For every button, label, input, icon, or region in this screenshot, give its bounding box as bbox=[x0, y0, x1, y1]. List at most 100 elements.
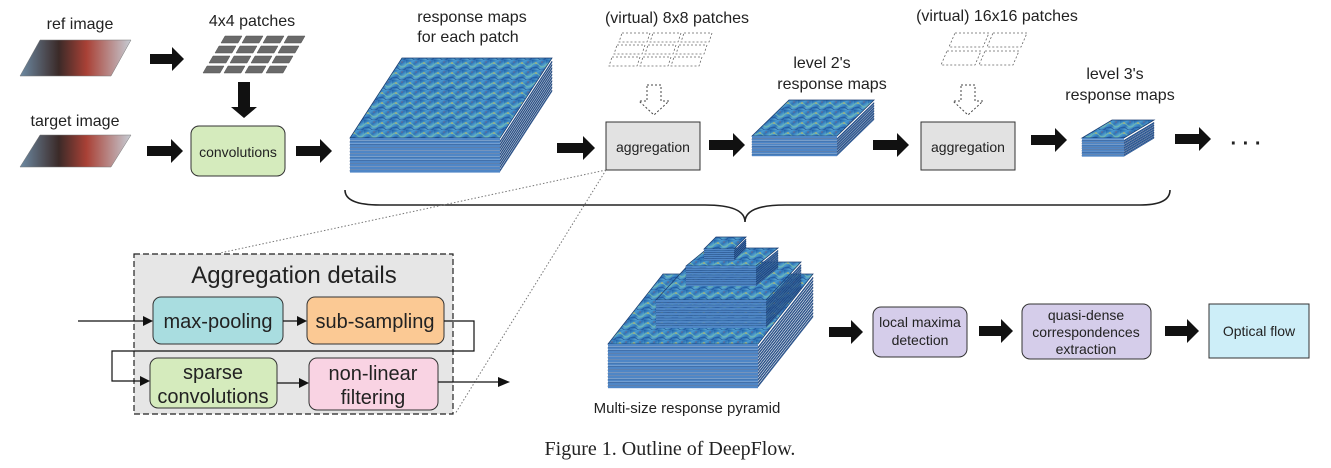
response-layer-edge bbox=[765, 287, 802, 327]
response-layer-edge bbox=[499, 80, 553, 161]
response-layer-edge bbox=[1123, 124, 1155, 144]
arrow-right bbox=[829, 320, 863, 344]
dashed-arrow-8x8 bbox=[637, 84, 671, 116]
sparse-label-line2: convolutions bbox=[157, 386, 268, 408]
arrow-right bbox=[147, 139, 183, 163]
response-layer-side bbox=[1082, 138, 1124, 140]
response-layer-side bbox=[656, 318, 766, 321]
response-layer-side bbox=[656, 315, 766, 318]
response-layer-edge bbox=[765, 264, 802, 303]
pyramid-label: Multi-size response pyramid bbox=[594, 400, 781, 417]
patch-cell bbox=[229, 55, 252, 64]
response-layer-side bbox=[608, 382, 758, 385]
level2-label-line2: response maps bbox=[777, 76, 886, 93]
response-layer-edge bbox=[733, 238, 747, 252]
local-maxima-label-line1: local maxima bbox=[879, 314, 961, 330]
patch-cell bbox=[241, 35, 264, 44]
response-layer-side bbox=[686, 282, 756, 284]
response-layer-side bbox=[656, 320, 766, 323]
patch-cell bbox=[265, 65, 288, 74]
patch-cell bbox=[262, 35, 285, 44]
arrow-right bbox=[979, 319, 1013, 343]
response-layer-edge bbox=[836, 107, 875, 145]
sparse-label-line1: sparse bbox=[183, 362, 243, 384]
aggregation-box-1 bbox=[605, 121, 701, 171]
response-layer-edge bbox=[757, 299, 814, 370]
response-layer-side bbox=[350, 144, 500, 147]
response-layer-side bbox=[608, 347, 758, 350]
response-layer-edge bbox=[757, 283, 814, 354]
response-layer-edge bbox=[836, 115, 875, 152]
response-layer-edge bbox=[757, 286, 814, 357]
ellipsis: · · · bbox=[1230, 133, 1261, 155]
patch-cell bbox=[250, 55, 273, 64]
target-image-thumbnail bbox=[19, 134, 132, 168]
arrow-right bbox=[557, 136, 595, 160]
response-layer-side bbox=[608, 372, 758, 376]
response-maps-label-line2: for each patch bbox=[417, 29, 518, 46]
response-layer-side bbox=[752, 143, 837, 146]
pyramid-brace bbox=[344, 189, 1171, 223]
response-layer-edge bbox=[765, 269, 802, 309]
response-layer-side bbox=[350, 154, 500, 157]
response-layer-side bbox=[350, 138, 500, 141]
response-layer-side bbox=[350, 166, 500, 170]
layer-stacks bbox=[349, 57, 1156, 389]
response-layer-edge bbox=[757, 293, 814, 364]
response-layer-edge bbox=[765, 266, 802, 306]
response-layer-edge bbox=[836, 102, 875, 139]
response-layer-edge bbox=[836, 104, 875, 142]
response-layer-side bbox=[350, 157, 500, 160]
quasi-label-line3: extraction bbox=[1056, 341, 1117, 357]
response-layer-edge bbox=[499, 64, 553, 145]
virtual-patch-cell bbox=[618, 32, 651, 43]
patch-cell bbox=[208, 55, 231, 64]
virtual-patch-cell bbox=[649, 32, 682, 43]
response-layer-edge bbox=[755, 250, 779, 269]
response-layer-edge bbox=[499, 89, 553, 171]
response-layer-side bbox=[656, 302, 766, 305]
response-layer-edge bbox=[757, 289, 814, 361]
response-layer-side bbox=[686, 270, 756, 273]
virtual-patch-cell bbox=[644, 44, 677, 55]
response-layer-side bbox=[608, 353, 758, 357]
response-layer-side bbox=[656, 323, 766, 326]
virtual-patch-cell bbox=[675, 44, 708, 55]
response-layer-side bbox=[350, 150, 500, 154]
ref-image-thumbnail bbox=[19, 39, 132, 77]
arrow-right bbox=[1165, 319, 1199, 343]
response-layer-edge bbox=[755, 261, 779, 281]
response-layer-side bbox=[656, 300, 766, 302]
response-layer-side bbox=[608, 385, 758, 389]
patch-grid-4x4 bbox=[202, 35, 306, 74]
ref-image-label: ref image bbox=[47, 16, 114, 33]
response-layer-edge bbox=[765, 285, 802, 324]
response-layer-side bbox=[1082, 154, 1124, 157]
response-layer-side bbox=[752, 138, 837, 141]
response-layer-edge bbox=[765, 282, 802, 322]
virtual-patch-cell bbox=[670, 56, 703, 67]
response-layer-side bbox=[686, 272, 756, 275]
virtual-patch-cell bbox=[613, 44, 646, 55]
patch-cell bbox=[283, 35, 306, 44]
response-layer-edge bbox=[757, 280, 814, 351]
response-layer-edge bbox=[1123, 131, 1155, 151]
local-maxima-label-line2: detection bbox=[892, 332, 949, 348]
response-layer-side bbox=[752, 151, 837, 154]
zoom-line-bottom bbox=[454, 169, 607, 415]
response-layer-side bbox=[608, 366, 758, 369]
optical-flow-label: Optical flow bbox=[1223, 323, 1296, 339]
flow-arrows bbox=[147, 47, 1211, 344]
response-layer-edge bbox=[757, 277, 814, 348]
patch-cell bbox=[223, 65, 246, 74]
response-layer-side bbox=[704, 253, 734, 255]
response-layer-side bbox=[350, 147, 500, 151]
virtual-patch-cell bbox=[608, 56, 641, 67]
response-layer-edge bbox=[765, 279, 802, 319]
response-layer-edge bbox=[755, 266, 779, 285]
local-maxima-box bbox=[872, 306, 968, 358]
response-layer-top bbox=[349, 57, 553, 139]
level3-label-line1: level 3's bbox=[1086, 66, 1143, 83]
response-layer-side bbox=[608, 356, 758, 360]
response-layer-edge bbox=[733, 244, 747, 258]
